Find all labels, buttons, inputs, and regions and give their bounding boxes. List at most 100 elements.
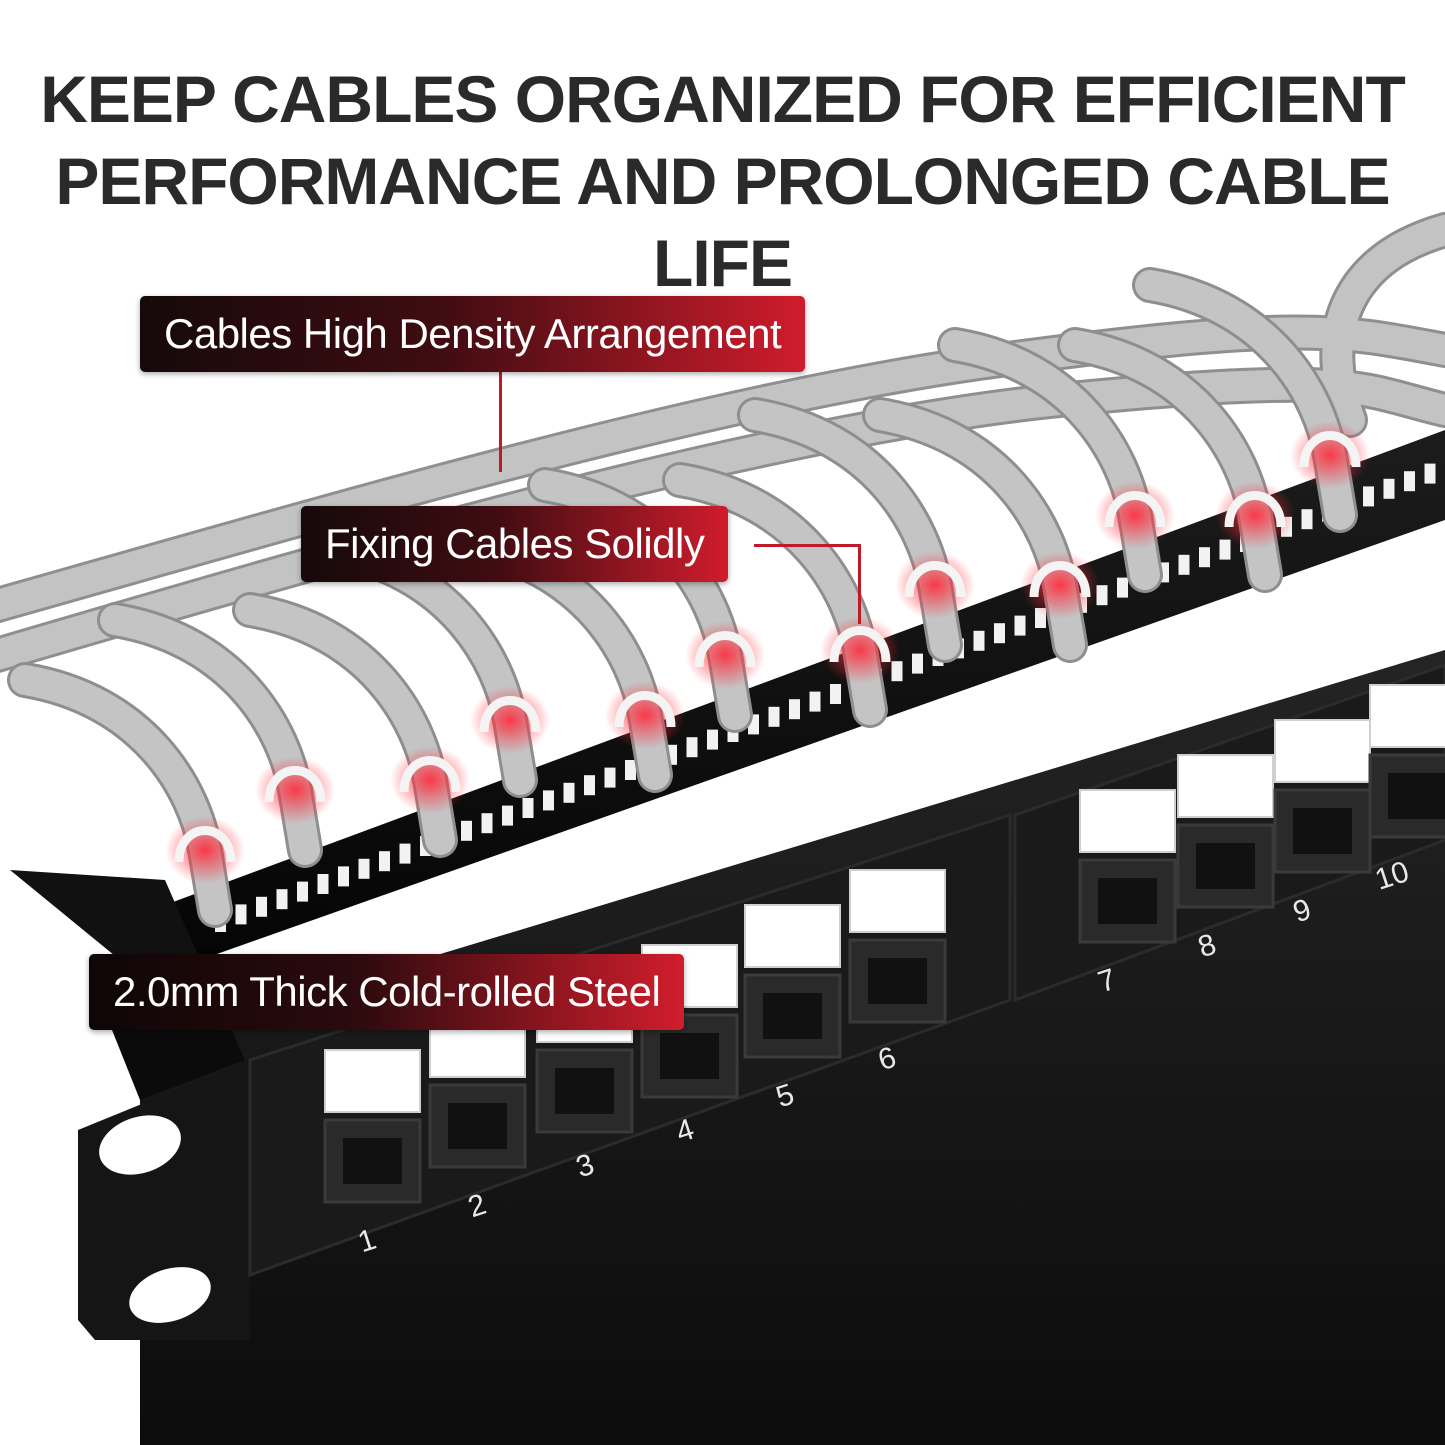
cable-drops xyxy=(7,267,1370,928)
headline-line-2: PERFORMANCE AND PROLONGED CABLE LIFE xyxy=(55,144,1390,300)
terminal-tooth xyxy=(1178,554,1190,575)
port-opening xyxy=(1388,773,1445,819)
terminal-tooth xyxy=(317,874,329,894)
terminal-tooth xyxy=(1035,608,1046,628)
callout-fixing-cables: Fixing Cables Solidly xyxy=(301,506,729,582)
cable-clip xyxy=(829,626,891,663)
port-label-slot xyxy=(1369,684,1445,748)
cable-clip xyxy=(1029,561,1091,598)
terminal-tooth xyxy=(748,714,759,735)
cable-drop xyxy=(1132,267,1370,533)
cable-drop xyxy=(662,462,900,728)
terminal-tooth xyxy=(563,782,575,803)
port-label-slot xyxy=(1274,719,1371,783)
clip-glow xyxy=(820,616,900,684)
terminal-tooth xyxy=(707,729,718,750)
terminal-tooth xyxy=(1158,562,1169,583)
cable-drop xyxy=(232,592,470,858)
terminal-tooth xyxy=(1117,577,1128,598)
port-label-slot xyxy=(324,1049,421,1113)
terminal-tooth xyxy=(1383,478,1395,499)
clip-glow xyxy=(1095,481,1175,549)
terminal-tooth xyxy=(235,904,247,925)
clip-glow xyxy=(1290,421,1370,489)
cable-clip xyxy=(174,826,236,863)
rj45-port xyxy=(848,869,947,1024)
cable-clip xyxy=(614,691,676,728)
rj45-port xyxy=(428,1014,527,1169)
terminal-tooth xyxy=(461,820,472,841)
cable-clip xyxy=(1299,431,1361,468)
clip-glow xyxy=(685,621,765,689)
terminal-tooth xyxy=(338,866,349,887)
headline: KEEP CABLES ORGANIZED FOR EFFICIENT PERF… xyxy=(0,58,1445,304)
clip-glow xyxy=(165,816,245,884)
port-label-slot xyxy=(1177,754,1274,818)
port-opening xyxy=(763,993,822,1039)
cable-drop xyxy=(937,327,1175,593)
clip-glow xyxy=(1020,551,1100,619)
terminal-tooth xyxy=(481,813,493,834)
lacing-bar-lip xyxy=(10,870,200,960)
rj45-port xyxy=(1176,754,1275,909)
terminal-tooth xyxy=(1301,509,1313,530)
clip-glow xyxy=(895,551,975,619)
clip-glow xyxy=(605,681,685,749)
terminal-tooth xyxy=(1199,547,1210,568)
terminal-tooth xyxy=(276,889,288,910)
cable-drop xyxy=(737,397,975,663)
cable-drop xyxy=(1057,327,1295,593)
cable-clip xyxy=(1104,491,1166,528)
port-opening xyxy=(660,1033,719,1079)
port-opening xyxy=(555,1068,614,1114)
terminal-tooth xyxy=(584,775,595,796)
callout-density-leader xyxy=(499,372,502,472)
port-label-slot xyxy=(1079,789,1176,853)
port-opening xyxy=(1098,878,1157,924)
clip-glow xyxy=(390,746,470,814)
terminal-tooth xyxy=(358,858,370,879)
port-label-slot xyxy=(744,904,841,968)
rack-ear-hole-top xyxy=(99,1115,181,1175)
terminal-tooth xyxy=(686,737,698,758)
port-opening xyxy=(448,1103,507,1149)
rack-ear-hole-bottom xyxy=(129,1267,211,1323)
callout-high-density: Cables High Density Arrangement xyxy=(140,296,806,372)
callout-fixing-leader-v xyxy=(858,544,861,624)
terminal-tooth xyxy=(1404,471,1415,492)
rj45-port xyxy=(1368,684,1445,839)
callout-steel-thickness: 2.0mm Thick Cold-rolled Steel xyxy=(89,954,685,1030)
cable-drop xyxy=(97,602,335,868)
clip-glow xyxy=(470,686,550,754)
port-opening xyxy=(1196,843,1255,889)
terminal-tooth xyxy=(379,851,390,872)
cable-clip xyxy=(904,561,966,598)
terminal-tooth xyxy=(256,896,267,917)
rj45-port xyxy=(1273,719,1372,874)
port-label-slot xyxy=(849,869,946,933)
port-opening xyxy=(343,1138,402,1184)
headline-line-1: KEEP CABLES ORGANIZED FOR EFFICIENT xyxy=(40,62,1406,136)
cable-drop xyxy=(862,397,1100,663)
terminal-tooth xyxy=(297,881,308,902)
cable-clip xyxy=(1224,491,1286,528)
terminal-tooth xyxy=(1096,585,1108,606)
cable-drop xyxy=(7,662,245,928)
terminal-tooth xyxy=(399,843,411,864)
port-opening xyxy=(868,958,927,1004)
terminal-tooth xyxy=(789,699,800,720)
cable-clip xyxy=(694,631,756,668)
terminal-tooth xyxy=(830,684,841,704)
terminal-tooth xyxy=(502,805,513,826)
cable-clip xyxy=(264,766,326,803)
terminal-tooth xyxy=(522,798,534,818)
clip-glow xyxy=(1215,481,1295,549)
cable-clip xyxy=(399,756,461,793)
port-opening xyxy=(1293,808,1352,854)
rj45-port xyxy=(1078,789,1177,944)
terminal-tooth xyxy=(973,630,985,651)
terminal-tooth xyxy=(1014,615,1026,636)
terminal-tooth xyxy=(994,623,1005,644)
terminal-tooth xyxy=(625,760,636,780)
